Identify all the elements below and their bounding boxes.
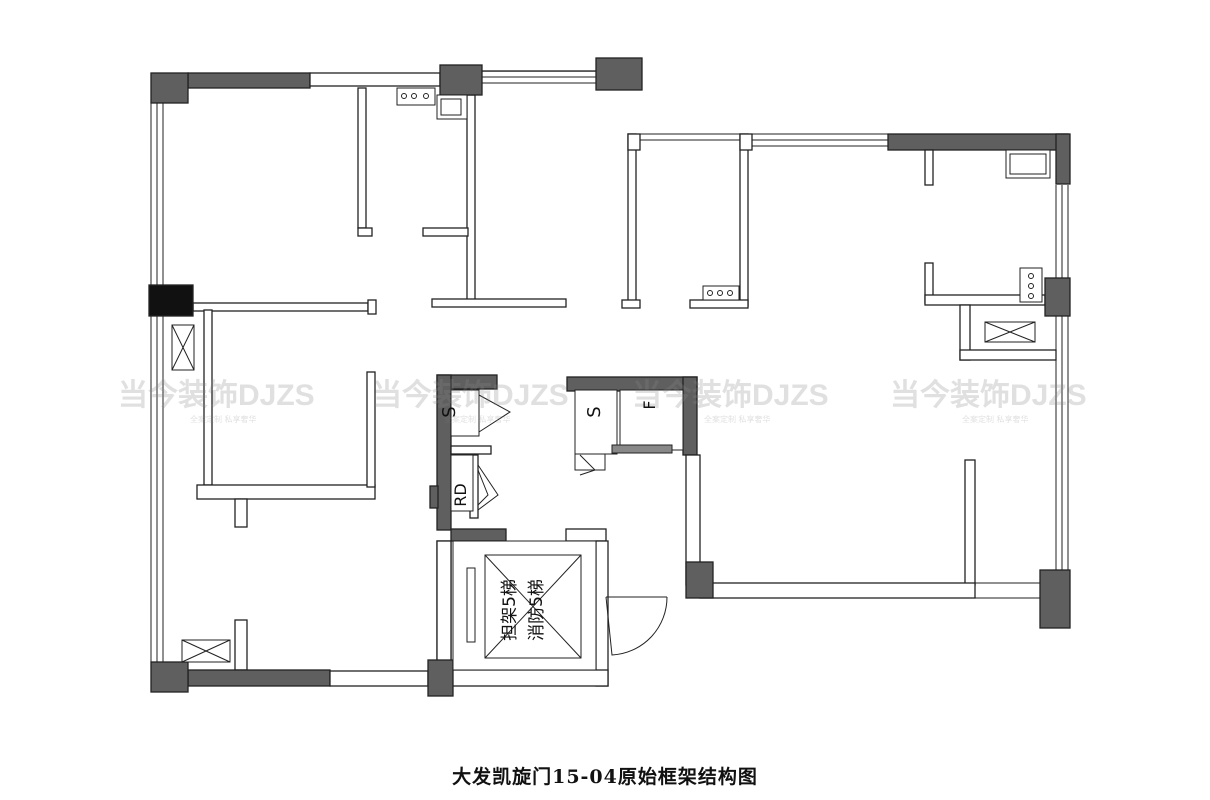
watermark-tagline-4: 全案定制 私享奢华 xyxy=(962,414,1029,424)
column-top-middle xyxy=(439,64,483,96)
kitchen-fixtures xyxy=(396,87,1051,303)
watermark-tagline-1: 全案定制 私享奢华 xyxy=(190,414,257,424)
floor-plan-drawing: 当今装饰DJZS 当今装饰DJZS 当今装饰DJZS 当今装饰DJZS 全案定制… xyxy=(118,57,1087,697)
column-right-bottom xyxy=(1039,569,1071,629)
elevator-label-line1: 担架5梯 xyxy=(500,579,520,641)
label-shaft-f: F xyxy=(640,400,659,409)
watermark-1: 当今装饰DJZS xyxy=(118,378,315,412)
watermark-4: 当今装饰DJZS xyxy=(890,378,1087,412)
column-left-black xyxy=(148,284,194,317)
label-toilet-a: S xyxy=(439,406,460,417)
drawing-title: 大发凯旋门15-04原始框架结构图 xyxy=(452,766,758,788)
core-column-small xyxy=(429,485,439,509)
watermark-group: 当今装饰DJZS 当今装饰DJZS 当今装饰DJZS 当今装饰DJZS 全案定制… xyxy=(118,378,1087,424)
watermark-3: 当今装饰DJZS xyxy=(632,378,829,412)
columns xyxy=(148,57,1071,697)
column-top-right xyxy=(595,57,643,91)
column-bottom-center xyxy=(427,659,454,697)
watermark-2: 当今装饰DJZS xyxy=(372,378,569,412)
window-top-right xyxy=(640,133,888,147)
watermark-tagline-3: 全案定制 私享奢华 xyxy=(704,414,771,424)
window-right-exterior xyxy=(975,185,1069,599)
label-toilet-b: S xyxy=(584,406,605,417)
elevator-shaft xyxy=(452,540,597,671)
column-bottom-left xyxy=(150,661,189,693)
window-left-exterior xyxy=(150,103,164,665)
ventilation-ducts xyxy=(171,321,1036,663)
core-fixtures xyxy=(450,389,684,656)
column-top-left xyxy=(150,72,189,104)
watermark-tagline-2: 全案定制 私享奢华 xyxy=(444,414,511,424)
column-right-mid xyxy=(1044,277,1071,317)
elevator-label-line2: 消防5梯 xyxy=(527,579,547,641)
label-shaft-rd: RD xyxy=(451,483,470,506)
column-center-bottom xyxy=(685,561,714,599)
